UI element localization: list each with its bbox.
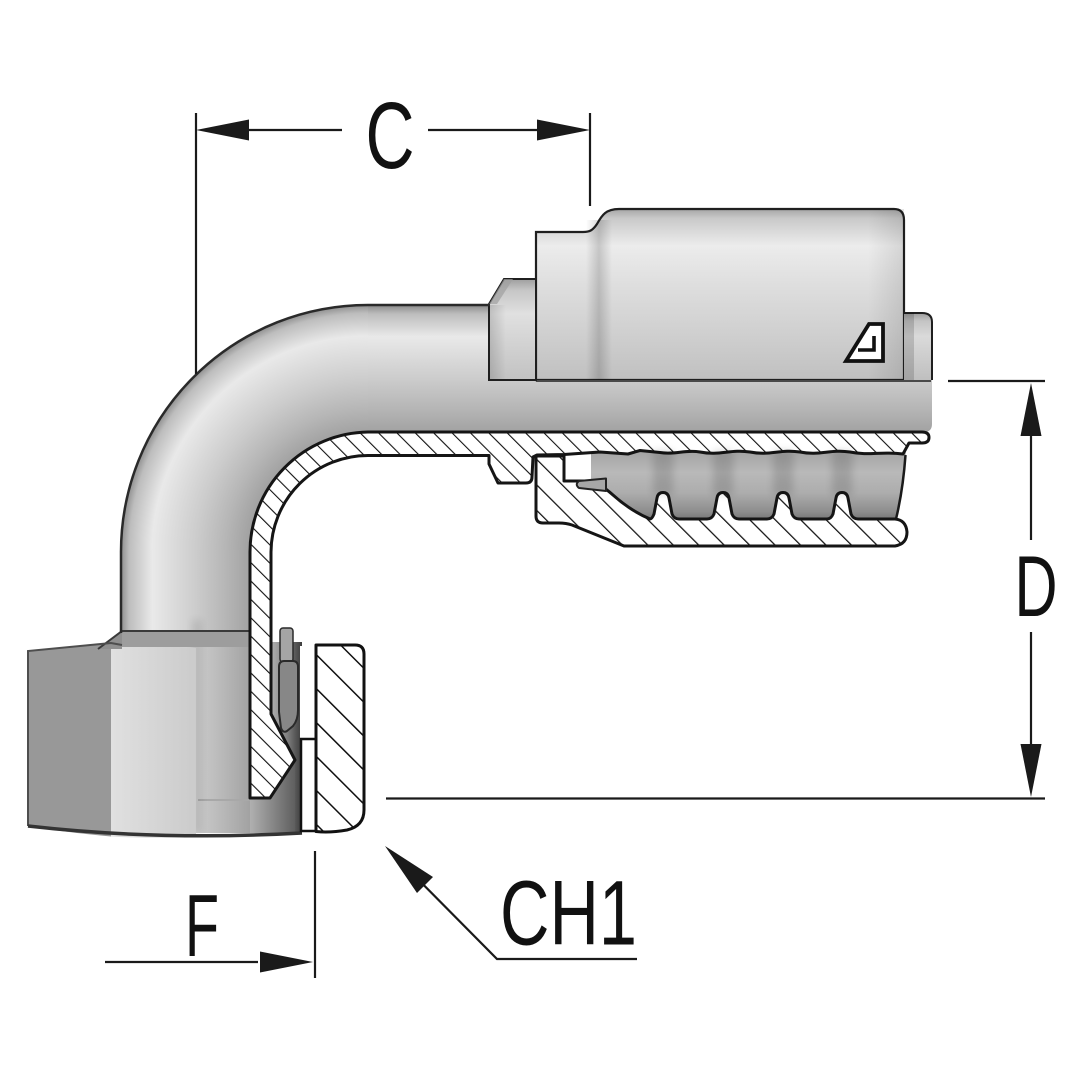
svg-text:F: F bbox=[185, 876, 219, 975]
svg-text:D: D bbox=[1015, 539, 1058, 635]
svg-text:CH1: CH1 bbox=[500, 863, 637, 965]
svg-text:C: C bbox=[366, 83, 415, 189]
